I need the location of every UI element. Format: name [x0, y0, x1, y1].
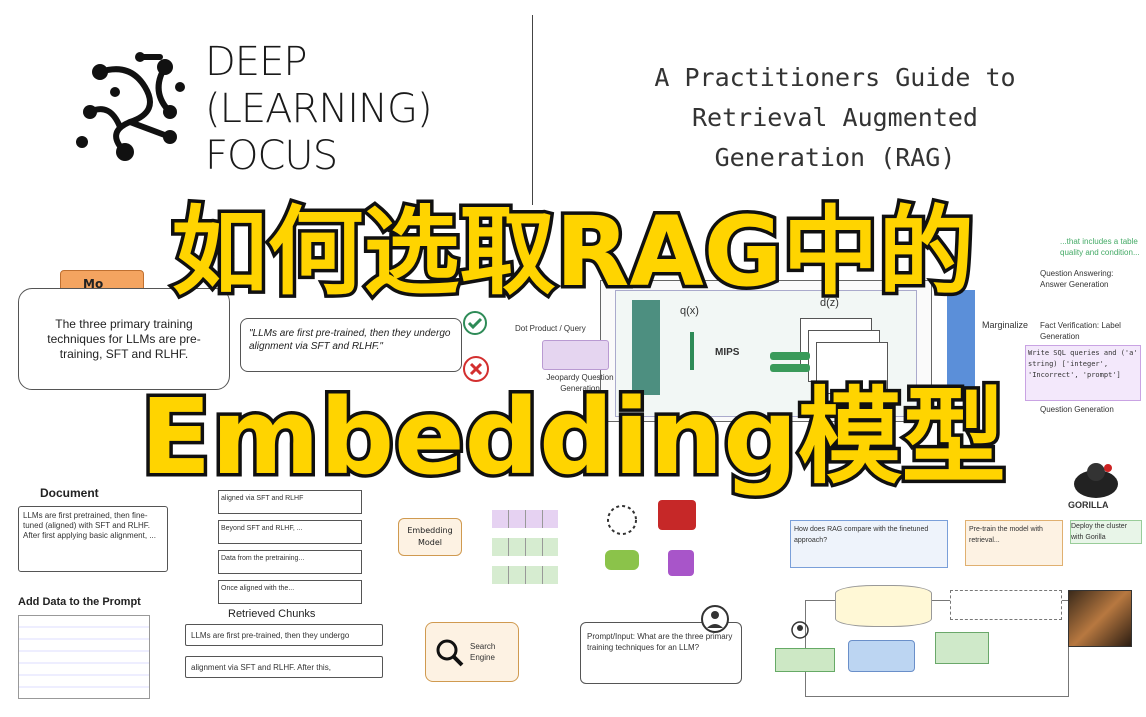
logo-line-3: FOCUS [205, 133, 338, 179]
right-text-top: ...that includes a table quality and con… [1060, 237, 1140, 257]
chunk-item: Beyond SFT and RLHF, ... [218, 520, 362, 544]
logo: DEEP (LEARNING) FOCUS [70, 42, 450, 187]
chunk-item: aligned via SFT and RLHF [218, 490, 362, 514]
retrieved-title: Retrieved Chunks [228, 608, 316, 620]
chunk-list: aligned via SFT and RLHF Beyond SFT and … [218, 490, 362, 610]
green-db-box [935, 632, 989, 664]
document-text: LLMs are first pretrained, then fine-tun… [23, 511, 156, 540]
blue-db-box [848, 640, 915, 672]
green-bar [690, 332, 694, 370]
guide-title-line-1: A Practitioners Guide to [654, 63, 1016, 92]
gorilla-icon [1074, 463, 1118, 498]
vector-db-icons [605, 500, 696, 576]
db-stack [835, 585, 932, 627]
quote-text: "LLMs are first pre-trained, then they u… [249, 328, 451, 352]
cross-icon [463, 356, 489, 382]
user-avatar-icon [701, 605, 729, 633]
neural-network-icon [76, 52, 185, 161]
answering-label: Question Answering: Answer Generation [1040, 269, 1114, 289]
prompt-title: Add Data to the Prompt [18, 596, 141, 608]
overlay-title-line-2: Embedding模型 [137, 373, 1009, 502]
question-gen-label: Jeopardy Question Generation [546, 373, 614, 393]
generator-block [947, 290, 975, 400]
right-text-panel [950, 590, 1062, 620]
fact-verify-label: Fact Verification: Label Generation [1040, 321, 1121, 341]
search-engine-box: Search Engine [425, 622, 519, 682]
image-thumbnail [1068, 590, 1132, 647]
margin-label: Marginalize [982, 320, 1029, 330]
vector-grid [492, 510, 558, 584]
green-chip-1 [770, 352, 810, 360]
green-tag [775, 648, 835, 672]
retrieved-chunk-1: LLMs are first pre-trained, then they un… [185, 624, 383, 646]
document-box: LLMs are first pretrained, then fine-tun… [18, 506, 168, 572]
gorilla-label: GORILLA [1068, 500, 1109, 510]
overlay-title-line-1: 如何选取RAG中的 [168, 193, 978, 312]
code-box: Write SQL queries and ('a' string) ['int… [1025, 345, 1141, 401]
logo-line-1: DEEP [205, 39, 307, 85]
search-icon [436, 639, 464, 667]
query-encoder-block [632, 300, 660, 395]
search-engine-label: Search Engine [470, 642, 496, 662]
training-box: The three primary training techniques fo… [18, 288, 230, 390]
guide-title-line-2: Retrieval Augmented [692, 103, 978, 132]
label-d: d(z) [820, 297, 839, 309]
user-icon [791, 621, 809, 639]
doc-stack-3 [816, 342, 888, 394]
guide-title: A Practitioners Guide to Retrieval Augme… [580, 58, 1090, 178]
document-title: Document [40, 486, 99, 500]
embedding-model-box: Embedding Model [398, 518, 462, 556]
orange-text-box: Pre-train the model with retrieval... [965, 520, 1063, 566]
retrieved-chunk-2: alignment via SFT and RLHF. After this, [185, 656, 383, 678]
guide-title-line-3: Generation (RAG) [714, 143, 956, 172]
dashed-label: Dot Product / Query [515, 324, 586, 333]
mips-label: MIPS [715, 347, 740, 358]
label-q: q(x) [680, 305, 699, 317]
chunk-item: Data from the pretraining... [218, 550, 362, 574]
question-generation-label: Question Generation [1040, 405, 1114, 414]
training-box-text: The three primary training techniques fo… [47, 317, 201, 361]
divider [532, 15, 533, 205]
quote-box: "LLMs are first pre-trained, then they u… [240, 318, 462, 372]
purple-chip [542, 340, 609, 370]
green-chip-2 [770, 364, 810, 372]
blue-text-box: How does RAG compare with the finetuned … [790, 520, 948, 568]
check-icon [463, 311, 487, 335]
chunk-item: Once aligned with the... [218, 580, 362, 604]
gorilla-caption: Deploy the cluster with Gorilla [1070, 520, 1142, 544]
logo-line-2: (LEARNING) [205, 86, 433, 132]
prompt-preview [18, 615, 150, 699]
